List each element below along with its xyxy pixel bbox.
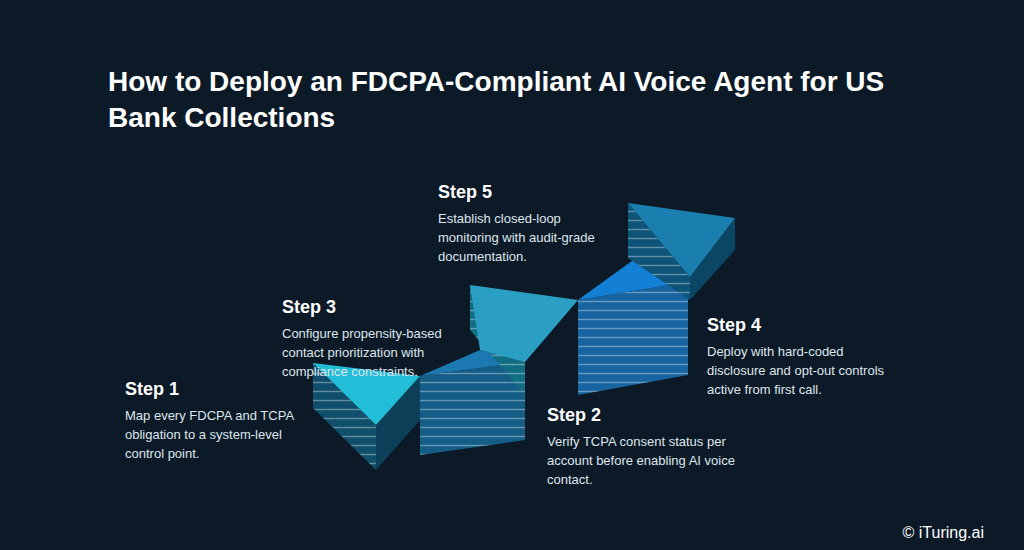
step-block: Step 2 Verify TCPA consent status per acc… [547, 404, 752, 497]
step-block: Step 4 Deploy with hard-coded disclosure … [707, 314, 902, 407]
diagram-title: How to Deploy an FDCPA-Compliant AI Voic… [108, 64, 898, 136]
step-heading: Step 4 [707, 314, 902, 336]
watermark: © iTuring.ai [903, 522, 984, 544]
prism-side [578, 282, 688, 395]
step-heading: Step 1 [125, 378, 310, 400]
prism-stripes [578, 282, 688, 395]
prism-top [470, 285, 578, 362]
step-description: Verify TCPA consent status per account b… [547, 432, 752, 489]
step-description: Establish closed-loop monitoring with au… [438, 209, 624, 266]
step-description: Map every FDCPA and TCPA obligation to a… [125, 406, 310, 463]
step-description: Deploy with hard-coded disclosure and op… [707, 342, 902, 399]
step-heading: Step 2 [547, 404, 752, 426]
step-heading: Step 5 [438, 181, 624, 203]
step-description: Configure propensity-based contact prior… [282, 324, 464, 381]
prism-top [628, 203, 735, 277]
step-heading: Step 3 [282, 296, 464, 318]
step-block: Step 5 Establish closed-loop monitoring w… [438, 181, 624, 274]
step-block: Step 3 Configure propensity-based contact… [282, 296, 464, 389]
step-block: Step 1 Map every FDCPA and TCPA obligatio… [125, 378, 310, 471]
